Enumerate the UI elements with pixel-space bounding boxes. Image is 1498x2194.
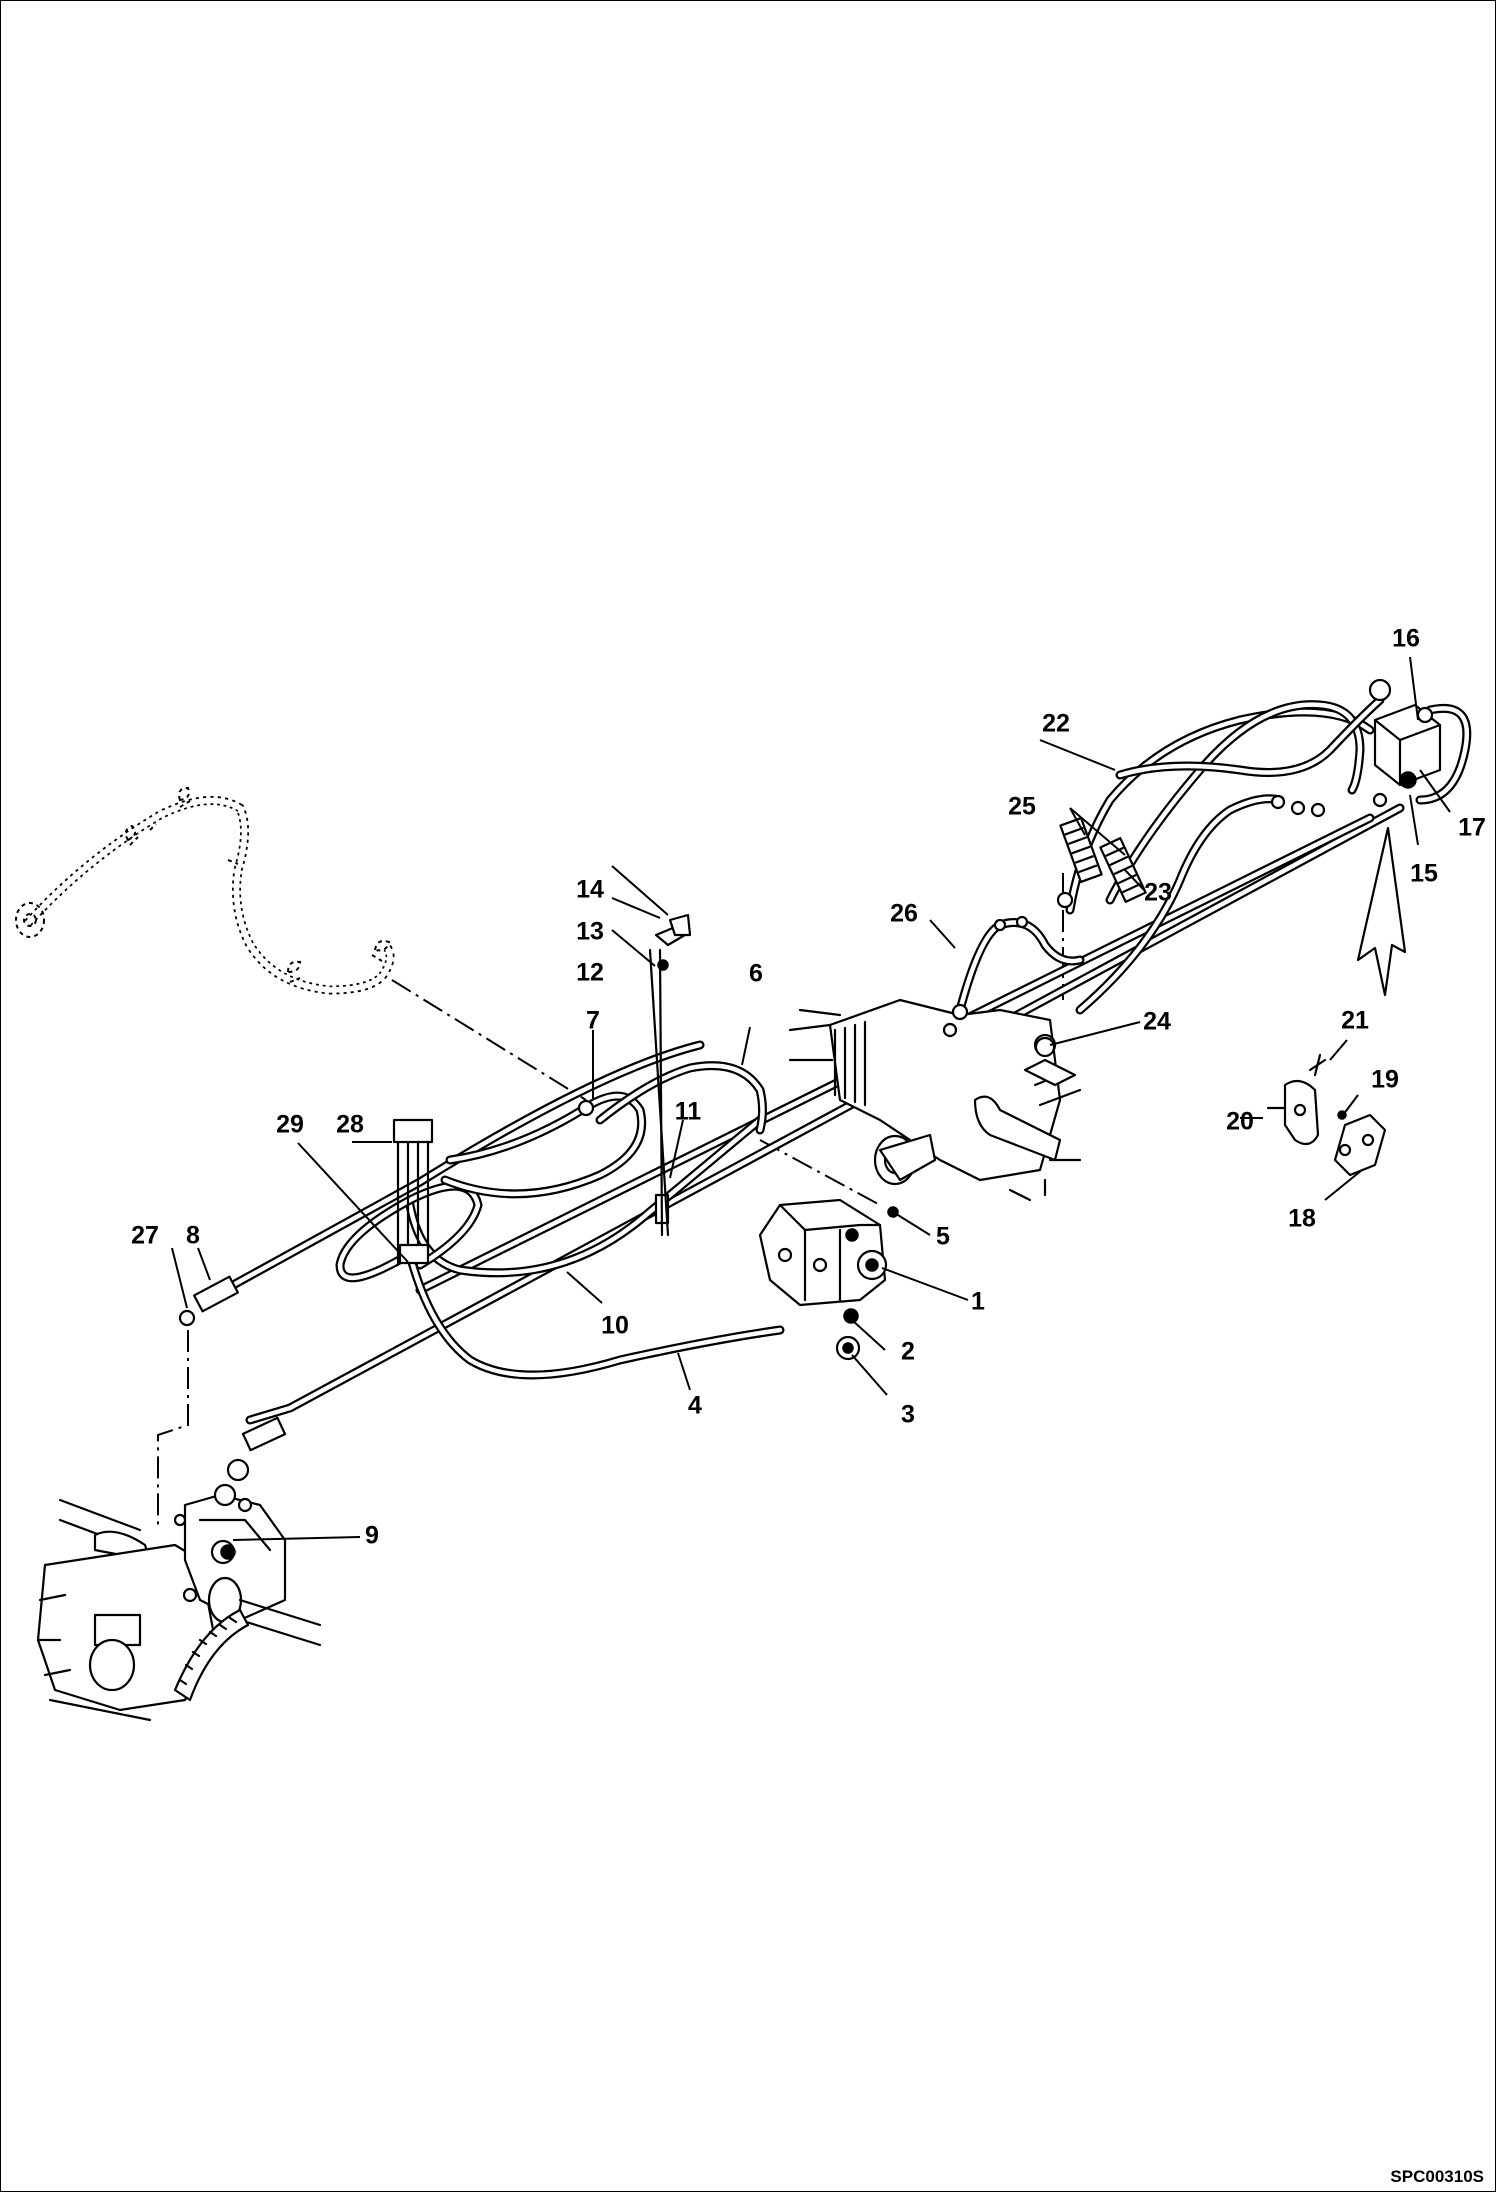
callout-2: 2 xyxy=(901,1338,915,1366)
callout-17: 17 xyxy=(1458,814,1486,842)
callout-19: 19 xyxy=(1371,1066,1399,1094)
phantom-hose-routing xyxy=(15,786,395,995)
callout-10: 10 xyxy=(601,1312,629,1340)
callout-26: 26 xyxy=(890,900,918,928)
callout-7: 7 xyxy=(586,1007,600,1035)
axle-brake-assembly xyxy=(36,1416,322,1722)
leader-lines xyxy=(171,656,1451,1541)
callout-16: 16 xyxy=(1392,625,1420,653)
control-valve-assembly xyxy=(788,998,1082,1202)
callout-15: 15 xyxy=(1410,860,1438,888)
callout-9: 9 xyxy=(365,1522,379,1550)
hydraulic-pump xyxy=(758,1198,899,1361)
callout-20: 20 xyxy=(1226,1108,1254,1136)
callout-21: 21 xyxy=(1341,1007,1369,1035)
callout-24: 24 xyxy=(1143,1008,1171,1036)
callout-12: 12 xyxy=(576,959,604,987)
callout-3: 3 xyxy=(901,1401,915,1429)
callout-4: 4 xyxy=(688,1392,702,1420)
callout-22: 22 xyxy=(1042,710,1070,738)
hose-bundle xyxy=(392,1118,434,1267)
detail-parts xyxy=(1266,1053,1387,1177)
callout-23: 23 xyxy=(1144,879,1172,907)
hose-loops xyxy=(335,1061,785,1380)
callout-11: 11 xyxy=(675,1098,702,1126)
callout-5: 5 xyxy=(936,1223,950,1251)
valve-block xyxy=(1368,678,1442,808)
phantom-connection-line xyxy=(391,979,587,1101)
callout-1: 1 xyxy=(971,1288,985,1316)
small-fittings xyxy=(178,891,1074,1327)
phantom-connection-line-pump xyxy=(759,1139,881,1206)
callout-8: 8 xyxy=(186,1222,200,1250)
callout-labels: 1 2 3 4 5 6 7 8 9 10 11 12 13 14 15 16 1… xyxy=(131,625,1486,1550)
callout-14: 14 xyxy=(576,876,604,904)
callout-6: 6 xyxy=(749,960,763,988)
callout-28: 28 xyxy=(336,1111,364,1139)
rigid-pipes xyxy=(201,803,1405,1425)
detail-arrow xyxy=(1356,826,1407,997)
callout-29: 29 xyxy=(276,1111,304,1139)
upper-hoses xyxy=(955,695,1472,1015)
phantom-connection-line-brake xyxy=(157,1330,189,1530)
callout-25: 25 xyxy=(1008,793,1036,821)
drawing-code: SPC00310S xyxy=(1390,2167,1484,2186)
callout-13: 13 xyxy=(576,918,604,946)
callout-27: 27 xyxy=(131,1222,159,1250)
callout-18: 18 xyxy=(1288,1205,1316,1233)
